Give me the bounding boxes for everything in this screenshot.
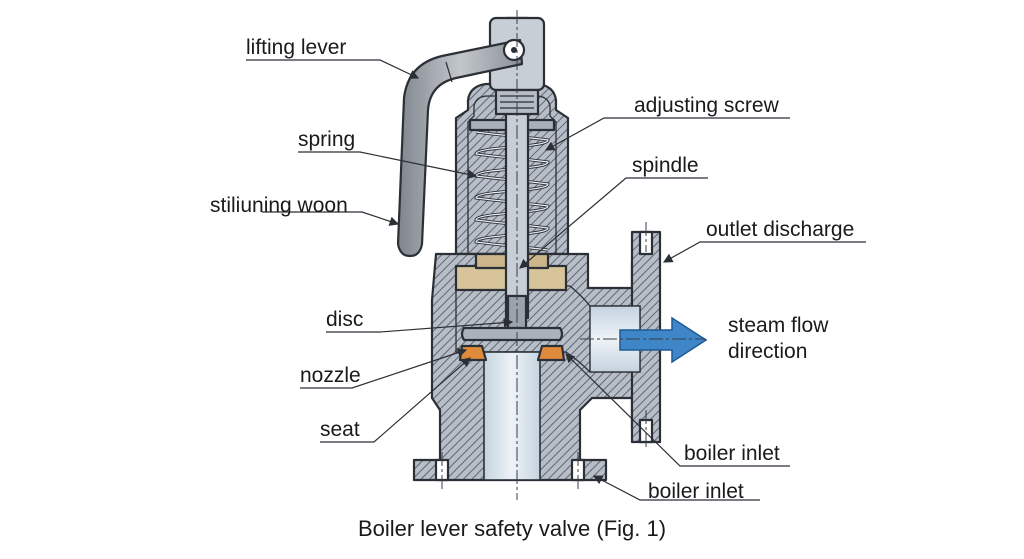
- label-spindle: spindle: [632, 154, 699, 177]
- labels: lifting lever spring stiliuning woon adj…: [210, 36, 854, 541]
- label-seat: seat: [320, 418, 360, 441]
- label-boiler-inlet-bottom: boiler inlet: [648, 480, 744, 503]
- label-boiler-inlet-right: boiler inlet: [684, 442, 780, 465]
- figure-caption: Boiler lever safety valve (Fig. 1): [358, 516, 666, 541]
- label-adjusting-screw: adjusting screw: [634, 94, 780, 117]
- label-outlet-discharge: outlet discharge: [706, 218, 854, 241]
- center-lines: [441, 10, 706, 500]
- leader-lines: [246, 59, 866, 501]
- label-stiliuning-woon: stiliuning woon: [210, 194, 348, 217]
- steam-flow-arrow: [619, 316, 708, 364]
- label-disc: disc: [326, 308, 363, 331]
- label-steam-flow: steam flow: [728, 314, 829, 337]
- label-steam-flow-direction: direction: [728, 340, 807, 363]
- label-lifting-lever: lifting lever: [246, 36, 346, 59]
- label-nozzle: nozzle: [300, 364, 361, 387]
- label-spring: spring: [298, 128, 355, 151]
